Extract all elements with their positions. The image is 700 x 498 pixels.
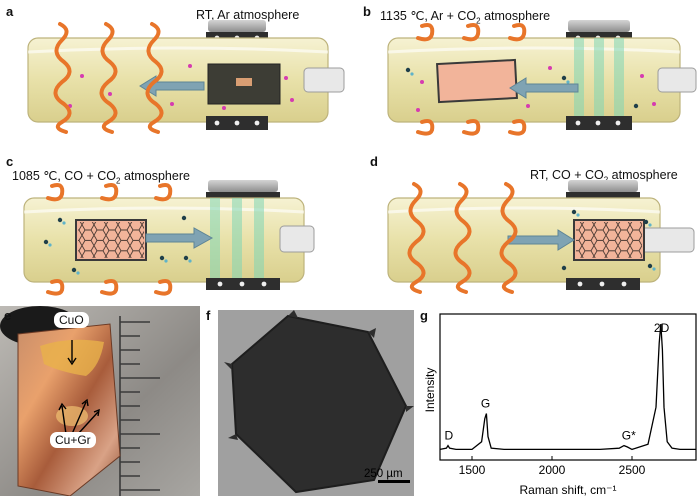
furnace-tube-b	[387, 20, 697, 136]
y-axis-label: Intensity	[423, 368, 437, 413]
gas-outlet	[639, 227, 695, 253]
ruler-ticks	[119, 316, 160, 496]
caption-d: RT, CO + CO2 atmosphere	[530, 168, 678, 185]
clamp-top	[208, 20, 266, 32]
ar-gas-molecules	[68, 64, 294, 110]
cooling-bands	[574, 38, 624, 122]
caption-c: 1085 ℃, CO + CO2 atmosphere	[12, 169, 190, 186]
heating-coil	[53, 22, 164, 134]
heating-coil	[416, 23, 527, 136]
x-tick-label: 2500	[619, 463, 646, 477]
gas-molecules	[405, 66, 656, 112]
panel-letter-f: f	[206, 308, 211, 323]
panel-letter-d: d	[370, 154, 378, 169]
caption-a: RT, Ar atmosphere	[196, 8, 300, 22]
scale-bar-label: 250 µm	[364, 468, 403, 480]
graphene-domain	[230, 314, 408, 494]
flow-arrow	[507, 229, 575, 251]
copper-foil	[236, 78, 252, 86]
panel-letter-g: g	[420, 308, 428, 323]
co-molecules	[43, 215, 192, 275]
caption-b: 1135 ℃, Ar + CO2 atmosphere	[380, 9, 551, 26]
cu-gr-label: Cu+Gr	[50, 432, 96, 448]
scale-bar	[378, 480, 410, 483]
copper-foil	[436, 58, 518, 104]
peak-label-2d: 2D	[654, 321, 670, 335]
graphene-lattice	[78, 222, 144, 258]
gas-outlet	[303, 67, 345, 93]
furnace-tube-d	[387, 180, 695, 294]
photo-copper-foil	[0, 306, 200, 496]
cooling-bands	[210, 198, 264, 288]
raman-spectrum-line	[439, 323, 696, 451]
gas-outlet	[279, 225, 315, 253]
graphene-lattice	[576, 222, 642, 258]
sem-image	[218, 310, 414, 496]
heating-coil	[46, 183, 173, 296]
panel-letter-b: b	[363, 4, 371, 19]
x-tick-label: 2000	[539, 463, 566, 477]
furnace-tube-a	[27, 20, 345, 134]
cuo-label: CuO	[54, 312, 89, 328]
flow-arrow	[509, 77, 579, 99]
annotation-arrows	[58, 340, 100, 435]
plot-frame	[439, 313, 697, 461]
panel-letter-e: e	[4, 308, 12, 323]
peak-label-g-star: G*	[622, 429, 636, 443]
raman-chart: Intensity Raman shift, cm⁻¹ 1500 2000 2500…	[423, 313, 697, 497]
heating-coil	[407, 182, 518, 294]
x-tick-label: 1500	[459, 463, 486, 477]
panel-letter-c: c	[6, 154, 14, 169]
furnace-tube-c	[23, 180, 315, 296]
x-axis-label: Raman shift, cm⁻¹	[519, 483, 616, 497]
panel-letter-a: a	[6, 4, 14, 19]
flow-arrow	[145, 227, 214, 249]
peak-label-g: G	[481, 397, 490, 411]
gas-outlet	[657, 67, 697, 93]
co-molecules	[561, 209, 656, 271]
peak-label-d: D	[444, 429, 453, 443]
